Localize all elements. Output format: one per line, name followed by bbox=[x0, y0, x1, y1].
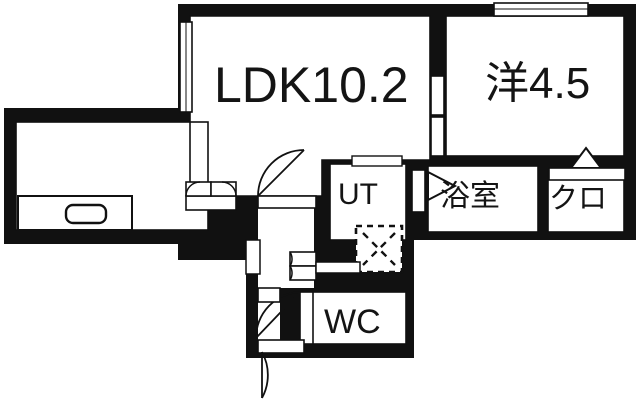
room-bath bbox=[428, 166, 538, 232]
entrance-door bbox=[257, 339, 305, 399]
corridor-folding-door bbox=[289, 251, 317, 281]
room-label-ldk: LDK10.2 bbox=[214, 57, 409, 113]
closet-door bbox=[548, 146, 626, 181]
bedroom-window-top bbox=[493, 2, 589, 17]
bath-door bbox=[411, 169, 458, 213]
kitchen-counter bbox=[17, 195, 133, 231]
room-ldk-area bbox=[190, 16, 430, 196]
ut-lower-opening bbox=[315, 261, 361, 274]
ut-left-opening bbox=[245, 239, 261, 275]
room-label-ut: UT bbox=[338, 178, 378, 211]
balcony-window-left bbox=[179, 21, 193, 113]
room-label-western: 洋4.5 bbox=[485, 59, 591, 108]
room-label-closet: クロ bbox=[549, 183, 608, 215]
ldk-western-sliding-door bbox=[430, 75, 445, 157]
wc-door bbox=[255, 291, 314, 345]
ut-opening bbox=[351, 155, 403, 167]
washing-machine-space bbox=[354, 224, 404, 274]
room-label-wc: WC bbox=[324, 303, 381, 341]
room-wc bbox=[312, 292, 406, 344]
room-label-bath: 浴室 bbox=[440, 180, 500, 213]
room-western bbox=[446, 16, 624, 156]
hall-door bbox=[257, 149, 317, 209]
hall-side-opening bbox=[257, 287, 281, 303]
shoe-cabinet bbox=[185, 181, 237, 211]
